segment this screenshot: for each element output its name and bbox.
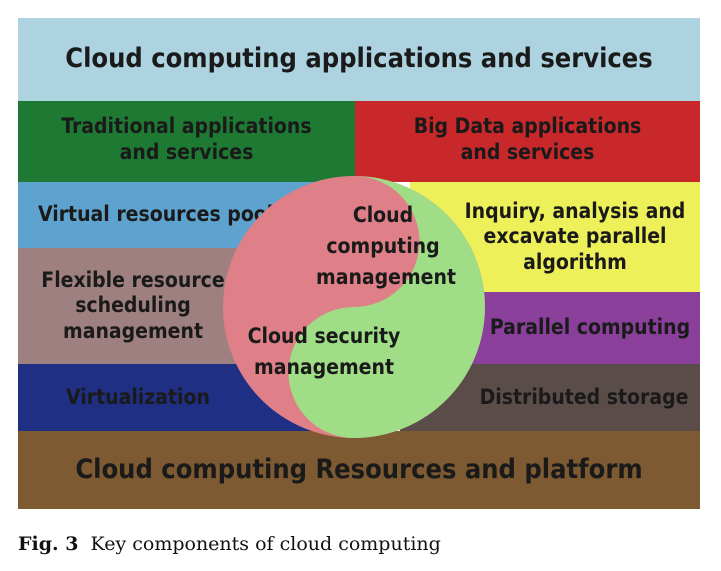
distributed-storage-label: Distributed storage: [479, 384, 689, 409]
flexible-line-2: scheduling: [75, 293, 191, 318]
flexible-line-3: management: [63, 318, 203, 343]
center-mgmt-line-2: computing: [326, 234, 439, 258]
inquiry-line-2: excavate parallel: [483, 224, 667, 249]
traditional-line-1: Traditional applications: [61, 114, 312, 139]
traditional-apps-block: Traditional applications and services: [18, 101, 355, 182]
center-mgmt-line-1: Cloud: [353, 203, 413, 227]
inquiry-line-1: Inquiry, analysis and: [464, 199, 686, 224]
inquiry-line-3: algorithm: [523, 249, 627, 274]
top-banner: Cloud computing applications and service…: [18, 18, 700, 101]
parallel-computing-label: Parallel computing: [489, 315, 691, 340]
virtualization-block: Virtualization: [18, 364, 318, 431]
top-banner-label: Cloud computing applications and service…: [65, 43, 653, 75]
center-security-line-1: Cloud security: [248, 324, 401, 348]
bottom-banner: Cloud computing Resources and platform: [18, 431, 700, 509]
virtualization-label: Virtualization: [66, 384, 210, 409]
figure-caption: Fig. 3 Key components of cloud computing: [18, 533, 441, 555]
flexible-line-1: Flexible resource: [41, 268, 225, 293]
bottom-banner-label: Cloud computing Resources and platform: [75, 453, 643, 485]
big-data-line-2: and services: [460, 139, 595, 164]
caption-label: Fig. 3: [18, 533, 79, 555]
big-data-line-1: Big Data applications: [413, 114, 642, 139]
center-mgmt-line-3: management: [316, 265, 456, 289]
virtual-pool-label: Virtual resources pool: [38, 202, 274, 227]
center-security-line-2: management: [254, 355, 394, 379]
caption-text: Key components of cloud computing: [90, 533, 441, 555]
management-half: [288, 176, 485, 438]
traditional-line-2: and services: [119, 139, 254, 164]
big-data-block: Big Data applications and services: [355, 101, 700, 182]
